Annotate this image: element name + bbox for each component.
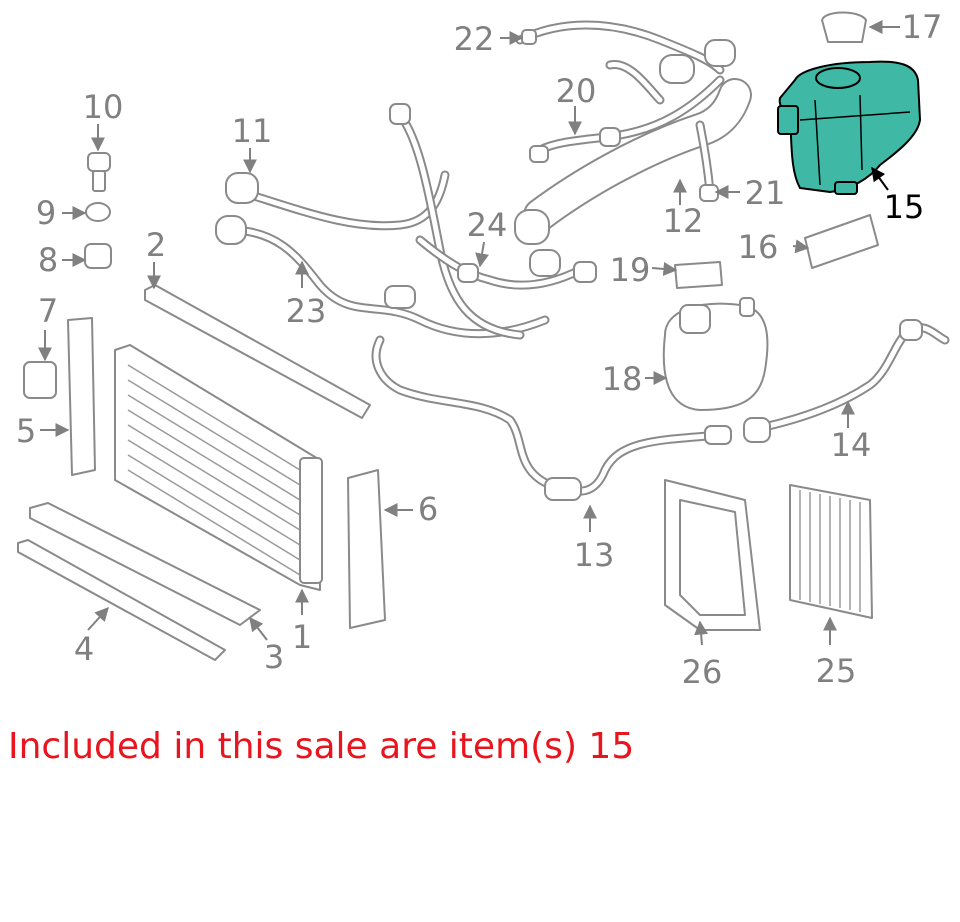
- callout-17: 17: [902, 8, 943, 46]
- frame-and-cooler: [664, 479, 873, 631]
- callout-25: 25: [816, 652, 857, 690]
- sale-note-text: Included in this sale are item(s) 15: [8, 726, 635, 767]
- callout-13: 13: [574, 536, 615, 574]
- callout-3: 3: [264, 638, 284, 676]
- callout-7: 7: [38, 292, 58, 330]
- reservoir-parts: [662, 11, 867, 411]
- callout-6: 6: [418, 490, 438, 528]
- hose-network: [215, 20, 950, 501]
- callout-24: 24: [467, 206, 508, 244]
- callout-16: 16: [738, 228, 779, 266]
- callout-26: 26: [682, 653, 723, 691]
- expansion-tank-item-15: [777, 60, 921, 195]
- callout-10: 10: [83, 88, 124, 126]
- callout-1: 1: [292, 618, 312, 656]
- callout-4: 4: [74, 630, 94, 668]
- small-hardware: [84, 152, 112, 269]
- radiator-assembly: [17, 284, 386, 661]
- callout-9: 9: [36, 194, 56, 232]
- callout-2: 2: [146, 226, 166, 264]
- callout-5: 5: [16, 412, 36, 450]
- callout-11: 11: [232, 112, 273, 150]
- callout-8: 8: [38, 241, 58, 279]
- callout-18: 18: [602, 360, 643, 398]
- callout-19: 19: [610, 251, 651, 289]
- callout-22: 22: [454, 20, 495, 58]
- callout-21: 21: [745, 174, 786, 212]
- callout-labels: 1 2 3 4 5 6 7 8 9 10 11 12 13 14 15 16 1…: [16, 8, 943, 691]
- callout-14: 14: [831, 426, 872, 464]
- bracket-16: [804, 214, 879, 269]
- callout-15: 15: [884, 188, 925, 226]
- callout-23: 23: [286, 292, 327, 330]
- parts-diagram: 1 2 3 4 5 6 7 8 9 10 11 12 13 14 15 16 1…: [16, 8, 950, 691]
- callout-12: 12: [663, 202, 704, 240]
- callout-20: 20: [556, 72, 597, 110]
